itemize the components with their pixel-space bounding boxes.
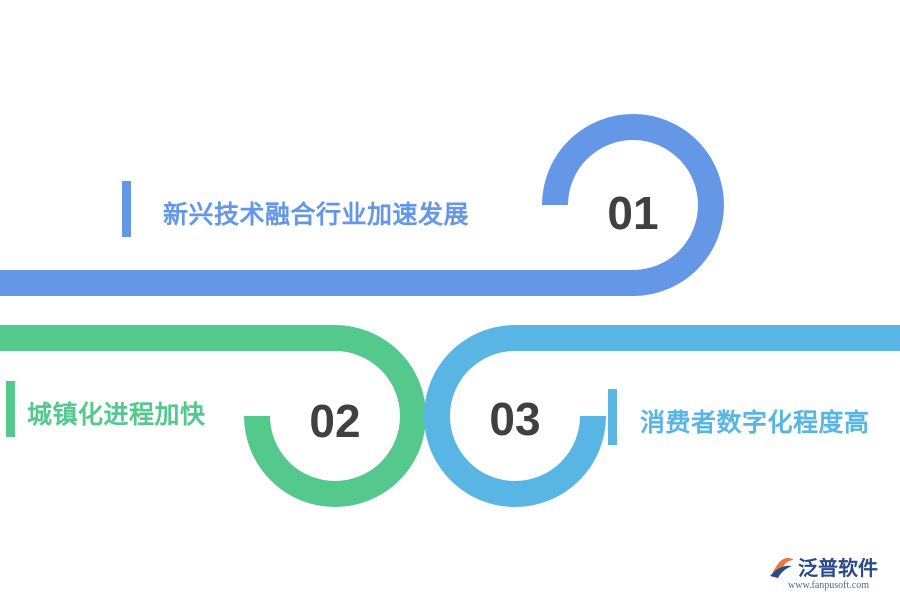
track-01 bbox=[0, 114, 724, 296]
item-label-03: 消费者数字化程度高 bbox=[640, 408, 870, 437]
label-bar-03 bbox=[608, 389, 617, 445]
item-number-01: 01 bbox=[607, 187, 659, 239]
item-label-02: 城镇化进程加快 bbox=[27, 400, 206, 429]
logo-url: www.fanpusoft.com bbox=[788, 580, 870, 591]
logo-name: 泛普软件 bbox=[798, 556, 878, 580]
track-02 bbox=[0, 325, 426, 507]
label-bar-02 bbox=[6, 381, 15, 437]
item-label-01: 新兴技术融合行业加速发展 bbox=[163, 200, 470, 229]
item-number-02: 02 bbox=[309, 395, 361, 447]
fanpu-logo: 泛普软件 www.fanpusoft.com bbox=[768, 552, 898, 598]
item-number-03: 03 bbox=[489, 393, 541, 445]
fanpu-logo-icon bbox=[770, 557, 794, 578]
label-bar-01 bbox=[122, 181, 131, 237]
track-03 bbox=[424, 325, 900, 507]
